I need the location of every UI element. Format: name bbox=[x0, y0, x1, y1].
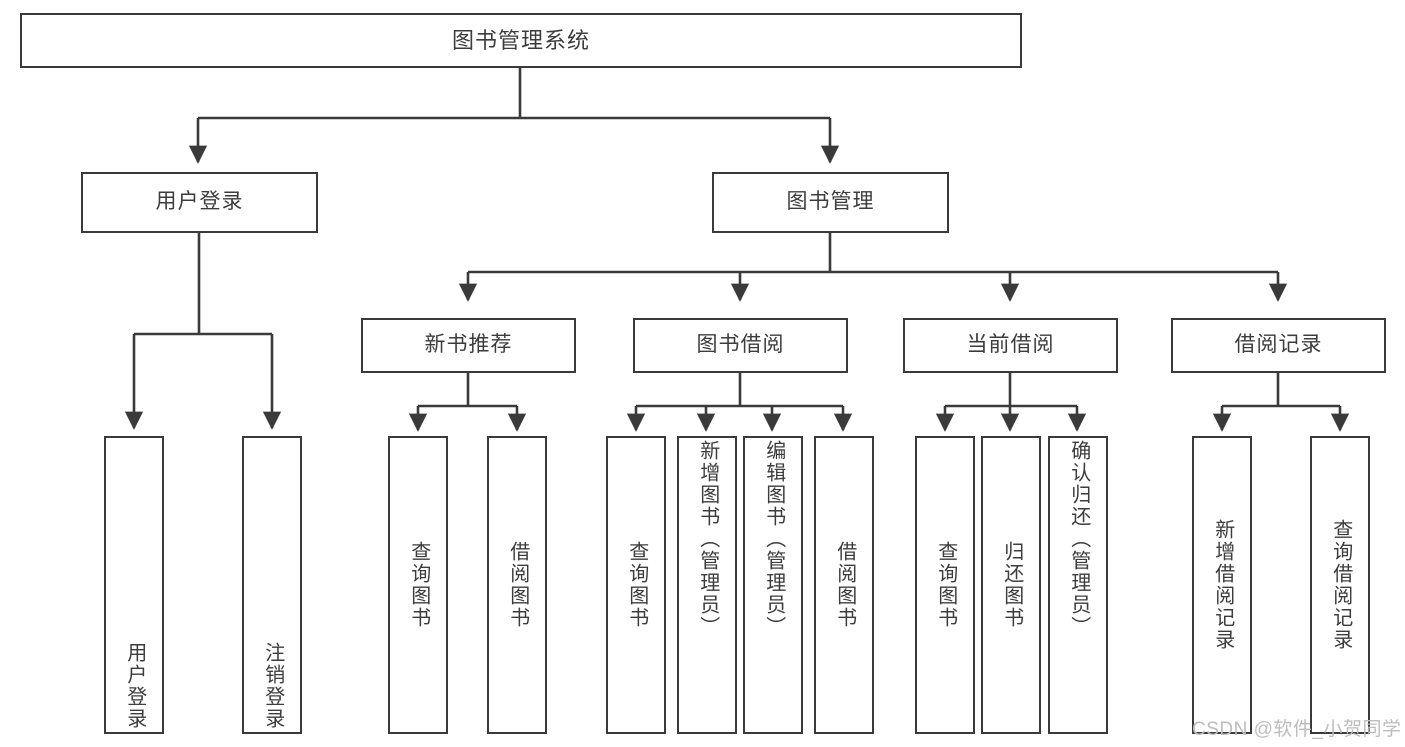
leaf-new-book-borrow[interactable]: 借阅图书 bbox=[487, 436, 547, 734]
leaf-current-borrow-return-label: 归还图书 bbox=[1000, 541, 1023, 629]
leaf-user-login-logout[interactable]: 注销登录 bbox=[242, 436, 302, 734]
csdn-watermark: CSDN @软件_小贺同学 bbox=[1192, 719, 1402, 740]
node-user-login[interactable]: 用户登录 bbox=[81, 172, 318, 233]
leaf-user-login-login[interactable]: 用户登录 bbox=[104, 436, 164, 734]
leaf-borrow-record-add-label: 新增借阅记录 bbox=[1211, 519, 1234, 651]
node-root-system[interactable]: 图书管理系统 bbox=[20, 13, 1022, 68]
node-new-book-recommend-label: 新书推荐 bbox=[424, 333, 513, 357]
leaf-book-borrow-lend-label: 借阅图书 bbox=[833, 541, 856, 629]
leaf-new-book-query-label: 查询图书 bbox=[407, 541, 430, 629]
leaf-current-borrow-confirm[interactable]: 确认归还（管理员） bbox=[1048, 436, 1108, 734]
leaf-current-borrow-query-label: 查询图书 bbox=[934, 541, 957, 629]
leaf-book-borrow-add[interactable]: 新增图书（管理员） bbox=[677, 436, 737, 734]
node-root-system-label: 图书管理系统 bbox=[451, 27, 590, 53]
node-current-borrow[interactable]: 当前借阅 bbox=[903, 318, 1118, 373]
leaf-book-borrow-edit[interactable]: 编辑图书（管理员） bbox=[743, 436, 803, 734]
node-book-borrow[interactable]: 图书借阅 bbox=[633, 318, 848, 373]
leaf-borrow-record-query-label: 查询借阅记录 bbox=[1329, 519, 1352, 651]
leaf-borrow-record-add[interactable]: 新增借阅记录 bbox=[1192, 436, 1252, 734]
leaf-book-borrow-query-label: 查询图书 bbox=[625, 541, 648, 629]
leaf-book-borrow-edit-label: 编辑图书（管理员） bbox=[762, 440, 785, 638]
leaf-book-borrow-lend[interactable]: 借阅图书 bbox=[814, 436, 874, 734]
leaf-new-book-borrow-label: 借阅图书 bbox=[506, 541, 529, 629]
leaf-current-borrow-return[interactable]: 归还图书 bbox=[981, 436, 1041, 734]
leaf-book-borrow-query[interactable]: 查询图书 bbox=[606, 436, 666, 734]
leaf-new-book-query[interactable]: 查询图书 bbox=[388, 436, 448, 734]
node-borrow-record[interactable]: 借阅记录 bbox=[1171, 318, 1386, 373]
node-current-borrow-label: 当前借阅 bbox=[966, 333, 1055, 357]
node-book-borrow-label: 图书借阅 bbox=[696, 333, 785, 357]
node-new-book-recommend[interactable]: 新书推荐 bbox=[361, 318, 576, 373]
leaf-user-login-logout-label: 注销登录 bbox=[261, 642, 284, 730]
node-book-management-label: 图书管理 bbox=[786, 190, 875, 214]
leaf-current-borrow-query[interactable]: 查询图书 bbox=[915, 436, 975, 734]
leaf-book-borrow-add-label: 新增图书（管理员） bbox=[696, 440, 719, 638]
leaf-borrow-record-query[interactable]: 查询借阅记录 bbox=[1310, 436, 1370, 734]
leaf-current-borrow-confirm-label: 确认归还（管理员） bbox=[1067, 440, 1090, 638]
node-borrow-record-label: 借阅记录 bbox=[1234, 333, 1323, 357]
leaf-user-login-login-label: 用户登录 bbox=[123, 642, 146, 730]
node-user-login-label: 用户登录 bbox=[155, 190, 244, 214]
node-book-management[interactable]: 图书管理 bbox=[712, 172, 949, 233]
